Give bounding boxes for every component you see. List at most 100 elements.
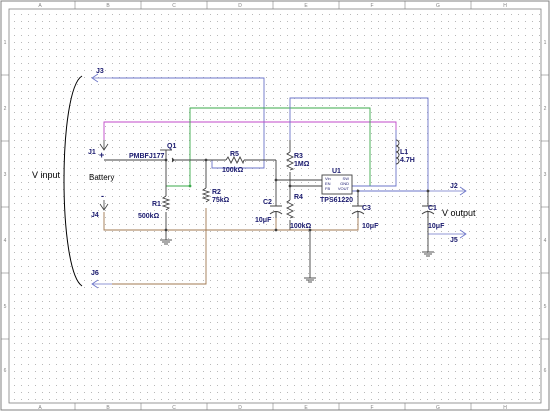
junction-dot (274, 228, 278, 232)
col-label-b: B (106, 3, 110, 9)
ground-symbol-2 (304, 277, 316, 283)
row-label-1-right: 1 (544, 40, 547, 46)
col-label-d: D (238, 3, 242, 9)
u1-pin-gnd: GND (340, 181, 349, 186)
u1-pin-vout: VOUT (338, 186, 350, 191)
junction-dot (204, 158, 208, 162)
r3-resistor[interactable] (285, 151, 295, 171)
col-label-f: F (370, 3, 373, 9)
junction-dot (188, 184, 192, 188)
input-brace (63, 75, 83, 287)
r4-value: 100kΩ (290, 223, 312, 230)
c2-capacitor[interactable] (269, 205, 283, 218)
junction-dot (288, 184, 292, 188)
l1-ref: L1 (400, 149, 408, 156)
wire-j6-return (112, 208, 207, 285)
ground-symbol-1 (160, 239, 172, 245)
l1-inductor[interactable] (395, 139, 400, 165)
row-label-2: 2 (4, 106, 7, 112)
j2-label: J2 (450, 183, 458, 190)
connector-j1-terminal[interactable] (99, 140, 109, 151)
r5-value: 100kΩ (222, 167, 244, 174)
r1-resistor[interactable] (161, 195, 171, 211)
j6-label: J6 (91, 270, 99, 277)
c1-ref: C1 (428, 205, 437, 212)
j4-label: J4 (91, 212, 99, 219)
u1-ref: U1 (332, 168, 341, 175)
r2-value: 75kΩ (212, 197, 230, 204)
col-label-a: A (38, 3, 42, 9)
r3-value: 1MΩ (294, 161, 310, 168)
col-label-d-bottom: D (238, 405, 242, 411)
connector-j4-terminal[interactable] (99, 200, 109, 211)
j5-label: J5 (450, 237, 458, 244)
c3-ref: C3 (362, 205, 371, 212)
col-label-e-bottom: E (304, 405, 308, 411)
junction-dot (274, 178, 278, 182)
col-label-g: G (436, 3, 440, 9)
row-label-3: 3 (4, 172, 7, 178)
junction-dot (308, 228, 312, 232)
col-label-c: C (172, 3, 176, 9)
r2-ref: R2 (212, 189, 221, 196)
col-label-c-bottom: C (172, 405, 176, 411)
u1-pin-vin: Vin (325, 176, 331, 181)
r4-ref: R4 (294, 194, 303, 201)
wire-j3-loop (112, 77, 265, 169)
u1-pin-sw: SW (343, 176, 350, 181)
row-label-3-right: 3 (544, 172, 547, 178)
junction-dot (426, 189, 430, 193)
row-label-6: 6 (4, 368, 7, 374)
connector-j5-arrow[interactable] (428, 229, 467, 239)
c1-value: 10μF (428, 223, 445, 230)
row-label-6-right: 6 (544, 368, 547, 374)
c2-value: 10μF (255, 217, 272, 224)
col-label-h-bottom: H (503, 405, 507, 411)
row-label-4: 4 (4, 238, 7, 244)
v-output-label: V output (442, 208, 476, 218)
col-label-a-bottom: A (38, 405, 42, 411)
r4-resistor[interactable] (285, 199, 295, 219)
wire-top-rail (103, 121, 397, 140)
battery-minus-sign: - (101, 191, 104, 201)
connector-j6-arrow[interactable] (91, 279, 112, 289)
u1-pin-fb: FB (325, 186, 330, 191)
u1-value: TPS61220 (320, 197, 353, 204)
battery-label: Battery (89, 173, 114, 182)
u1-ic[interactable] (321, 174, 353, 195)
col-label-b-bottom: B (106, 405, 110, 411)
connector-j2-arrow[interactable] (428, 186, 467, 196)
r3-ref: R3 (294, 153, 303, 160)
j3-label: J3 (96, 68, 104, 75)
row-label-5: 5 (4, 304, 7, 310)
q1-transistor[interactable] (160, 149, 175, 163)
wire-bottom-rail (103, 212, 359, 231)
r2-resistor[interactable] (201, 187, 211, 203)
c3-capacitor[interactable] (351, 205, 365, 218)
c1-capacitor[interactable] (421, 205, 435, 218)
r5-resistor[interactable] (225, 155, 245, 165)
wire-output-feed (289, 97, 429, 191)
connector-j3-arrow[interactable] (91, 73, 112, 83)
row-label-2-right: 2 (544, 106, 547, 112)
q1-value: PMBFJ177 (129, 153, 165, 160)
r1-value: 500kΩ (138, 213, 160, 220)
v-input-label: V input (32, 170, 61, 180)
col-label-e: E (304, 3, 308, 9)
r1-ref: R1 (152, 201, 161, 208)
c2-ref: C2 (263, 199, 272, 206)
r5-ref: R5 (230, 151, 239, 158)
col-label-g-bottom: G (436, 405, 440, 411)
row-label-4-right: 4 (544, 238, 547, 244)
j1-label: J1 (88, 149, 96, 156)
wire-inductor-loop (352, 130, 397, 187)
l1-value: 4.7H (400, 157, 415, 164)
battery-plus-sign: + (99, 150, 104, 160)
c3-value: 10μF (362, 223, 379, 230)
row-label-5-right: 5 (544, 304, 547, 310)
row-label-1: 1 (4, 40, 7, 46)
q1-ref: Q1 (167, 143, 176, 150)
col-label-f-bottom: F (370, 405, 373, 411)
